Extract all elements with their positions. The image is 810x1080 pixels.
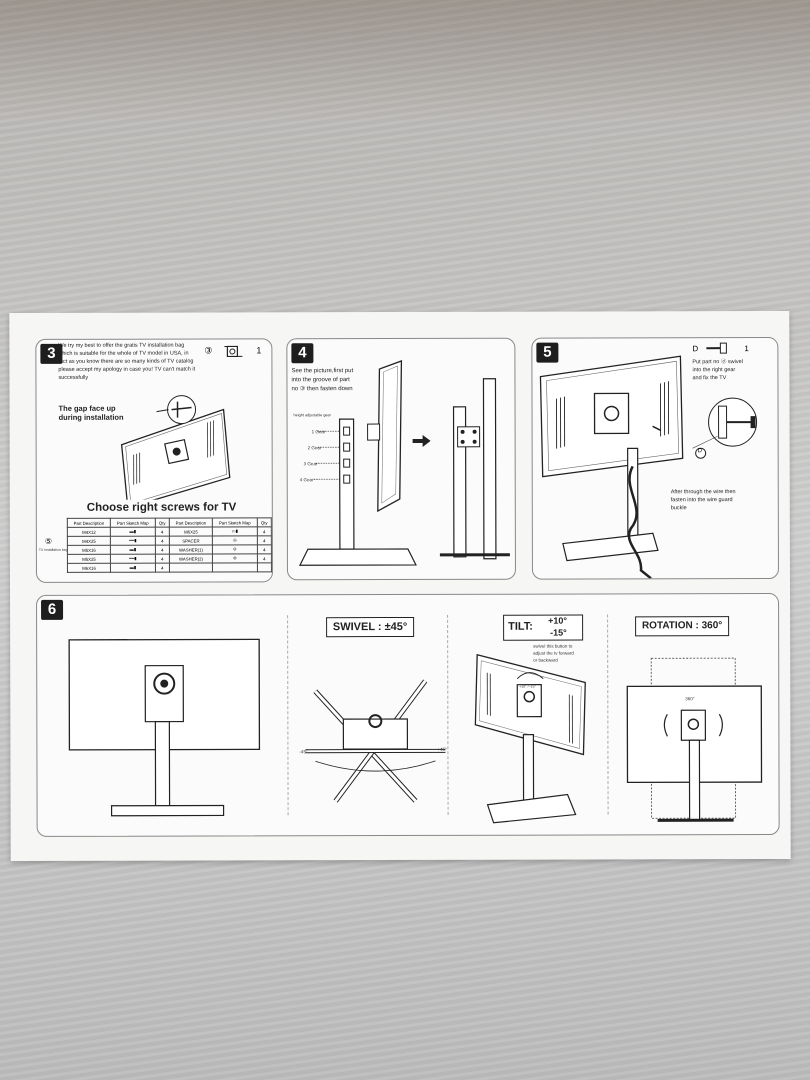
- screws-title: Choose right screws for TV: [86, 501, 237, 514]
- table-cell: M5X25: [67, 554, 111, 564]
- swivel-right: +45°: [437, 746, 447, 752]
- table-cell: M6X16: [67, 563, 111, 573]
- column-header: Part Sketch Map: [110, 518, 156, 528]
- wire-line: After through the wire then: [670, 489, 736, 496]
- table-cell: 4: [257, 553, 272, 563]
- column-header: Part Description: [67, 518, 111, 528]
- stand-pole-assembly: [298, 360, 510, 566]
- wire-text: After through the wire then fasten into …: [671, 488, 736, 512]
- step-6-panel: 6 SWIVEL : ±45° -45° +45° TILT:: [36, 593, 780, 837]
- tilt-up: +10°: [548, 615, 567, 626]
- wood-surface-shadow: [0, 0, 810, 120]
- tilt-small: +10° / -15°: [519, 684, 536, 689]
- rotation-illustration: [626, 657, 763, 822]
- swivel-illustration: [305, 679, 446, 803]
- swivel-label: SWIVEL : ±45°: [326, 616, 415, 638]
- intro-line: successfully: [58, 374, 89, 381]
- spacer-icon: ◎: [212, 535, 258, 545]
- tilt-down: -15°: [550, 627, 567, 638]
- table-cell: 4: [155, 545, 170, 555]
- column-header: Qty: [257, 517, 272, 527]
- screw-icon: ━━▮: [110, 554, 156, 564]
- table-cell: M6X25: [169, 526, 213, 537]
- intro-line: please accept my apology in case you! TV…: [58, 366, 196, 373]
- instruction-sheet: 3 We try my best to offer the gratis TV …: [9, 310, 791, 862]
- screw-icon: ▬▮: [110, 545, 156, 555]
- washer-icon: ⊜: [212, 553, 258, 563]
- table-cell: 4: [257, 544, 272, 554]
- washer-icon: ⊝: [212, 544, 258, 554]
- table-cell: 4: [155, 563, 170, 573]
- table-cell: M5X16: [67, 545, 111, 555]
- tilt-label: TILT:: [508, 620, 533, 633]
- step-5-panel: 5 D 1 Put part no ⓓ swivel into the righ…: [531, 337, 779, 580]
- screw-icon: ▭▮: [212, 526, 258, 536]
- table-cell: [257, 562, 272, 572]
- swivel-left: -45°: [299, 749, 308, 755]
- step-3-intro: We try my best to offer the gratis TV in…: [58, 342, 208, 382]
- screws-table: Part Description Part Sketch Map Qty Par…: [67, 517, 272, 573]
- table-cell: WASHER(2): [169, 553, 213, 564]
- bag-label: TV installation bag: [38, 547, 68, 552]
- tilt-label-box: TILT: +10° -15°: [503, 614, 584, 641]
- front-tv-view: [68, 638, 261, 817]
- rotation-degree: 360°: [685, 696, 695, 702]
- part-qty: 1: [256, 345, 262, 356]
- table-cell: 4: [257, 526, 272, 536]
- table-cell: WASHER(1): [169, 544, 213, 555]
- table-row: M6X16 ▬▮ 4: [67, 562, 272, 573]
- tv-back-illustration: [120, 395, 231, 500]
- table-cell: M4X12: [67, 527, 111, 537]
- screw-icon: ▬▮: [110, 527, 156, 537]
- table-cell: 4: [155, 554, 170, 564]
- tv-mount-illustration: [539, 355, 758, 579]
- divider: [287, 615, 289, 816]
- swivel-screw-icon: [706, 342, 727, 354]
- part-ref-number: ③: [204, 345, 213, 356]
- bag-number: ⑤: [44, 536, 53, 546]
- screw-icon: ━━▮: [110, 536, 156, 546]
- wire-line: fasten into the wire guard: [670, 497, 733, 504]
- table-cell: M4X25: [67, 536, 111, 546]
- table-cell: [169, 562, 213, 573]
- callout-letter: D: [697, 448, 702, 455]
- table-cell: SPACER: [169, 535, 213, 546]
- step-3-panel: 3 We try my best to offer the gratis TV …: [35, 338, 273, 583]
- tilt-illustration: [474, 653, 586, 824]
- table-cell: 4: [155, 527, 170, 537]
- rotation-label: ROTATION : 360°: [635, 616, 730, 637]
- screw-icon: ▬▮: [110, 563, 156, 573]
- table-cell: 4: [257, 535, 272, 545]
- bracket-part-icon: [224, 345, 243, 358]
- column-header: Qty: [155, 518, 170, 528]
- step-4-panel: 4 See the picture,first put into the gro…: [286, 337, 516, 581]
- wire-line: buckle: [670, 505, 687, 512]
- column-header: Part Description: [169, 517, 213, 528]
- column-header: Part Sketch Map: [212, 517, 258, 527]
- table-cell: 4: [155, 536, 170, 546]
- table-cell: [212, 562, 258, 572]
